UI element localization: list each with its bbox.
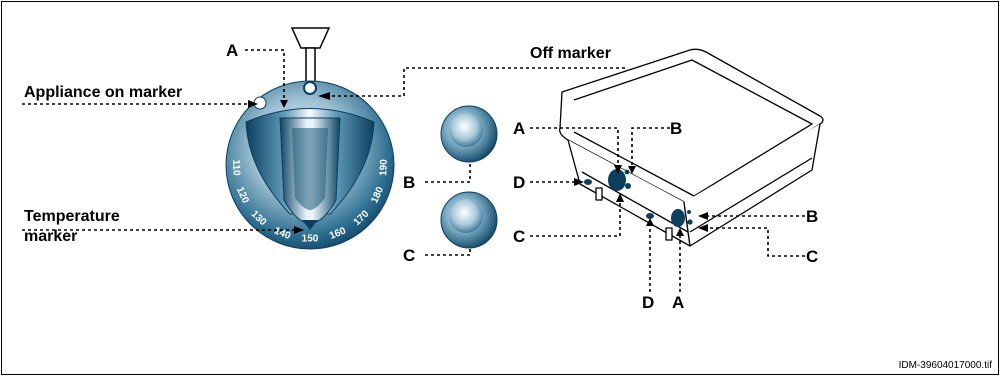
label-temperature-marker-line2: marker bbox=[24, 228, 78, 245]
label-appliance-on-marker: Appliance on marker bbox=[24, 84, 183, 101]
label-unit-d-left: D bbox=[513, 173, 526, 192]
small-knob-b bbox=[440, 105, 498, 163]
label-small-knob-c: C bbox=[403, 246, 416, 265]
label-unit-d-bottom: D bbox=[642, 293, 655, 312]
label-knob-a: A bbox=[226, 41, 239, 60]
label-unit-c-left: C bbox=[513, 227, 526, 246]
label-small-knob-b: B bbox=[403, 173, 416, 192]
leader-arrowheads bbox=[248, 92, 708, 236]
label-unit-b-top: B bbox=[670, 119, 683, 138]
small-knob-c bbox=[440, 191, 498, 249]
label-unit-b-right: B bbox=[806, 207, 819, 226]
label-unit-c-right: C bbox=[806, 247, 819, 266]
label-unit-a-bottom: A bbox=[672, 293, 685, 312]
figure-file-reference: IDM-39604017000.tif bbox=[898, 360, 992, 371]
dial-scale-number: 190 bbox=[378, 159, 390, 176]
appliance-unit-drawing bbox=[559, 48, 824, 247]
dial-scale-number: 150 bbox=[302, 234, 319, 245]
label-temperature-marker-line1: Temperature bbox=[24, 208, 120, 225]
leader-lines bbox=[22, 49, 805, 292]
label-off-marker: Off marker bbox=[530, 45, 611, 62]
label-unit-a-top: A bbox=[513, 119, 526, 138]
unit-control-spots bbox=[584, 169, 693, 227]
dial-scale-number: 110 bbox=[230, 159, 242, 176]
large-control-knob bbox=[225, 27, 395, 250]
